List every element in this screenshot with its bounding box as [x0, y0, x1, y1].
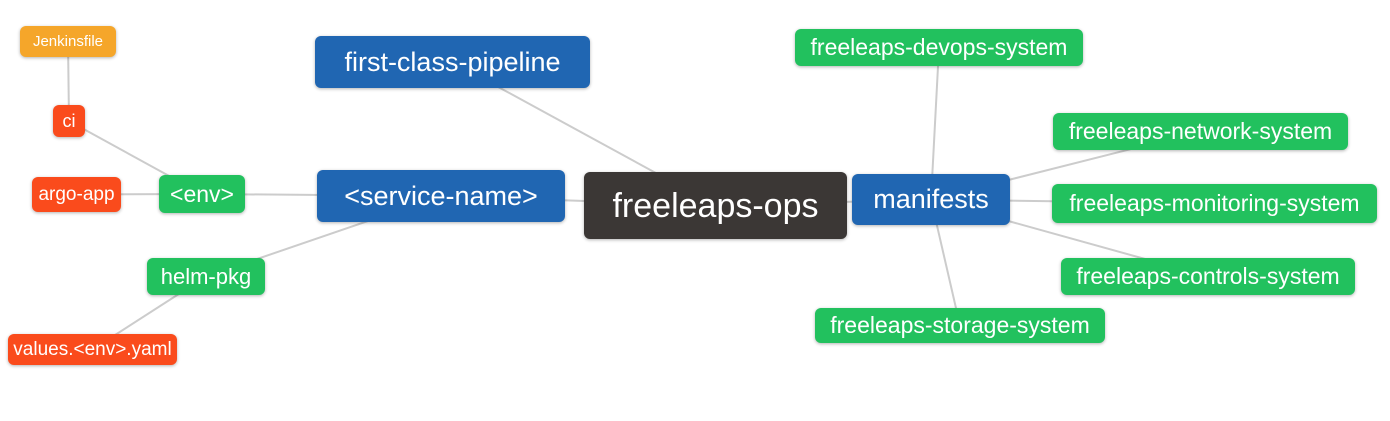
node-freeleaps-controls-system[interactable]: freeleaps-controls-system	[1061, 258, 1355, 295]
node-values-env-yaml[interactable]: values.<env>.yaml	[8, 334, 177, 365]
node-first-class-pipeline[interactable]: first-class-pipeline	[315, 36, 590, 88]
node-freeleaps-network-system[interactable]: freeleaps-network-system	[1053, 113, 1348, 150]
node-freeleaps-monitoring-system[interactable]: freeleaps-monitoring-system	[1052, 184, 1377, 223]
node-freeleaps-devops-system[interactable]: freeleaps-devops-system	[795, 29, 1083, 66]
node-manifests[interactable]: manifests	[852, 174, 1010, 225]
node-helm-pkg[interactable]: helm-pkg	[147, 258, 265, 295]
node-jenkinsfile[interactable]: Jenkinsfile	[20, 26, 116, 57]
node-service-name[interactable]: <service-name>	[317, 170, 565, 222]
node-freeleaps-storage-system[interactable]: freeleaps-storage-system	[815, 308, 1105, 343]
node-freeleaps-ops[interactable]: freeleaps-ops	[584, 172, 847, 239]
node-argo-app[interactable]: argo-app	[32, 177, 121, 212]
node-env[interactable]: <env>	[159, 175, 245, 213]
node-ci[interactable]: ci	[53, 105, 85, 137]
